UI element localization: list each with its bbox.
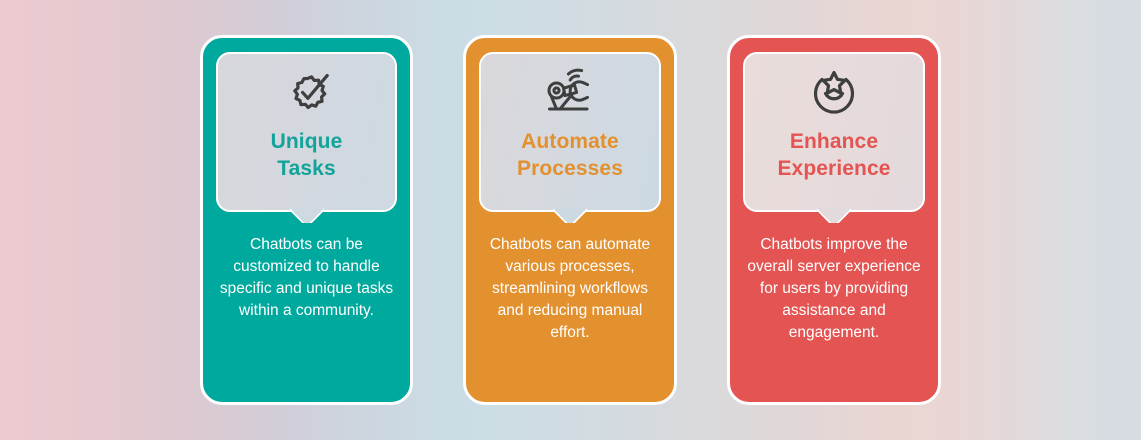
panel-notch [289, 207, 324, 223]
card-title-line1: Unique [270, 130, 343, 153]
gear-check-icon [292, 74, 329, 110]
star-circle-icon [813, 70, 855, 114]
card-automate-processes[interactable]: Automate Processes Chatbots can automate… [463, 35, 677, 405]
card-title: Enhance Experience [745, 128, 923, 182]
card-header-panel-wrap: Enhance Experience [743, 52, 925, 223]
card-body-text: Chatbots can automate various processes,… [489, 236, 651, 341]
card-unique-tasks[interactable]: Unique Tasks Chatbots can be customized … [200, 35, 413, 405]
card-body-text: Chatbots can be customized to handle spe… [219, 236, 394, 319]
card-header-panel-wrap: Automate Processes [479, 52, 661, 223]
panel-notch [817, 207, 851, 223]
card-header-panel: Unique Tasks [216, 52, 397, 223]
card-title: Automate Processes [481, 128, 659, 182]
card-title: Unique Tasks [218, 128, 395, 182]
card-title-line2: Experience [777, 157, 891, 180]
card-enhance-experience[interactable]: Enhance Experience Chatbots improve the … [727, 35, 941, 405]
card-header-panel: Automate Processes [479, 52, 661, 223]
icon-container [218, 64, 395, 126]
card-title-line1: Enhance [789, 130, 879, 153]
robotic-arm-icon [547, 68, 589, 111]
card-title-line2: Processes [517, 157, 623, 180]
card-body-text: Chatbots improve the overall server expe… [747, 236, 921, 341]
icon-container [481, 64, 659, 126]
panel-notch [553, 207, 587, 223]
card-header-panel-wrap: Unique Tasks [216, 52, 397, 223]
card-title-line2: Tasks [277, 157, 336, 180]
card-header-panel: Enhance Experience [743, 52, 925, 223]
card-title-line1: Automate [521, 130, 619, 153]
icon-container [745, 64, 923, 126]
